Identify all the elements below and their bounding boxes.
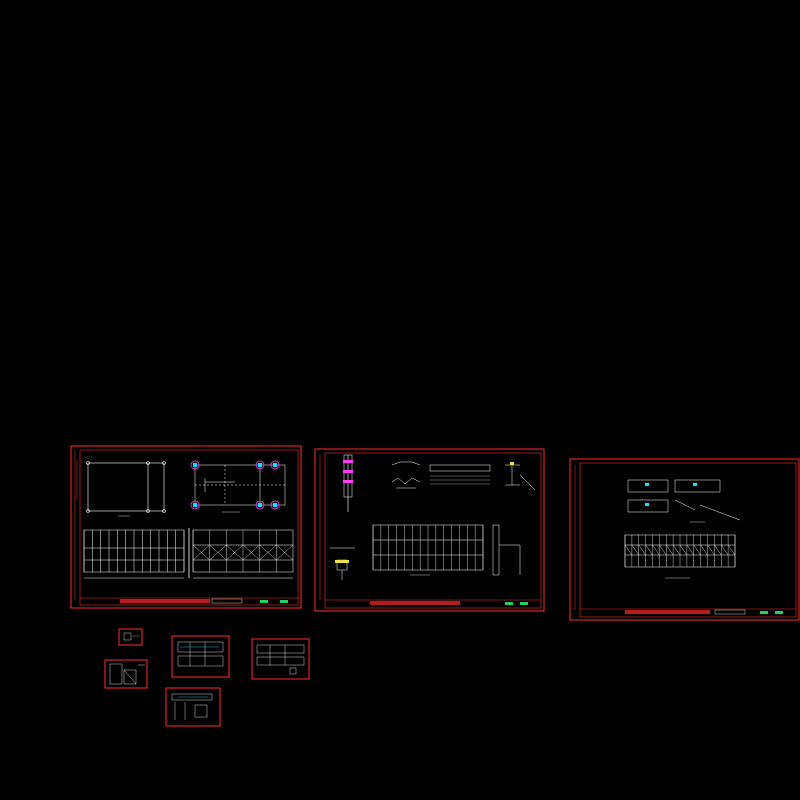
brace-diagonal	[276, 544, 294, 561]
thumb-1[interactable]	[118, 628, 143, 646]
thumb-1-frame	[118, 628, 143, 646]
sheet-1[interactable]	[70, 445, 302, 609]
sheet-2-frame-elevation-posts	[372, 525, 484, 570]
sheet-2-beam-section-tag	[510, 462, 514, 465]
sheet-2-beam-section	[505, 464, 536, 491]
sheet-1-plan	[86, 461, 166, 517]
truss-diagonal	[721, 544, 729, 556]
sheet-1-elevation-left-posts	[83, 530, 185, 572]
thumb-4-frame	[251, 638, 310, 680]
sheet-1-elevation-right-bracing	[192, 530, 294, 572]
truss-diagonal	[652, 544, 660, 556]
sheet-2-inner-border	[324, 452, 542, 609]
sheet-3-title-block	[580, 608, 796, 615]
brace-diagonal	[209, 544, 227, 561]
truss-diagonal	[659, 544, 667, 556]
truss-diagonal	[693, 544, 701, 556]
brace-diagonal	[242, 544, 260, 561]
thumb-2-content	[109, 663, 145, 685]
sheet-2-column-detail	[343, 454, 353, 512]
truss-diagonal	[672, 544, 681, 556]
sheet-1-foundation-plan	[194, 464, 286, 506]
thumb-2-frame	[104, 659, 148, 689]
sheet-2-base-plate-detail	[330, 547, 355, 580]
sheet-3-truss-detail-markers	[645, 483, 697, 506]
sheet-2-frame	[314, 448, 545, 612]
truss-diagonal	[727, 544, 736, 556]
truss-diagonal	[624, 544, 633, 556]
truss-diagonal	[700, 544, 708, 556]
sheet-3-inner-border	[579, 462, 797, 618]
sheet-2-end-section	[492, 524, 521, 576]
sheet-2-title-block	[325, 599, 541, 605]
truss-diagonal	[679, 544, 688, 556]
thumb-5[interactable]	[165, 687, 221, 727]
sheet-3-truss-details	[627, 479, 741, 521]
thumb-3-content	[177, 641, 224, 667]
thumb-3[interactable]	[171, 635, 230, 678]
sheet-1-inner-border	[79, 449, 299, 606]
truss-diagonal	[631, 544, 639, 556]
sheet-3-frame	[569, 458, 800, 621]
sheet-1-title-block	[80, 597, 298, 604]
thumb-5-frame	[165, 687, 221, 727]
thumb-3-frame	[171, 635, 230, 678]
sheet-2[interactable]	[314, 448, 545, 612]
brace-diagonal	[259, 544, 277, 561]
sheet-1-footing-cores	[193, 463, 277, 507]
truss-diagonal	[714, 544, 722, 556]
sheet-2-base-plate-tag	[335, 560, 349, 563]
sheet-1-footings	[190, 460, 280, 510]
sheet-2-roof-panel-detail	[429, 464, 491, 485]
truss-diagonal	[645, 544, 653, 556]
thumb-2[interactable]	[104, 659, 148, 689]
sheet-1-binding-strip	[74, 450, 78, 600]
truss-diagonal	[666, 544, 674, 556]
thumb-1-content	[123, 632, 132, 641]
thumb-4-content	[256, 644, 305, 675]
truss-diagonal	[686, 544, 694, 556]
sheet-2-purlin-sections	[391, 461, 421, 489]
thumb-5-content	[171, 693, 213, 720]
brace-diagonal	[226, 544, 244, 561]
sheet-3[interactable]	[569, 458, 800, 621]
truss-diagonal	[638, 544, 646, 556]
brace-diagonal	[192, 544, 210, 561]
sheet-3-truss-verticals	[624, 535, 736, 567]
thumb-4[interactable]	[251, 638, 310, 680]
sheet-1-frame	[70, 445, 302, 609]
truss-diagonal	[707, 544, 715, 556]
